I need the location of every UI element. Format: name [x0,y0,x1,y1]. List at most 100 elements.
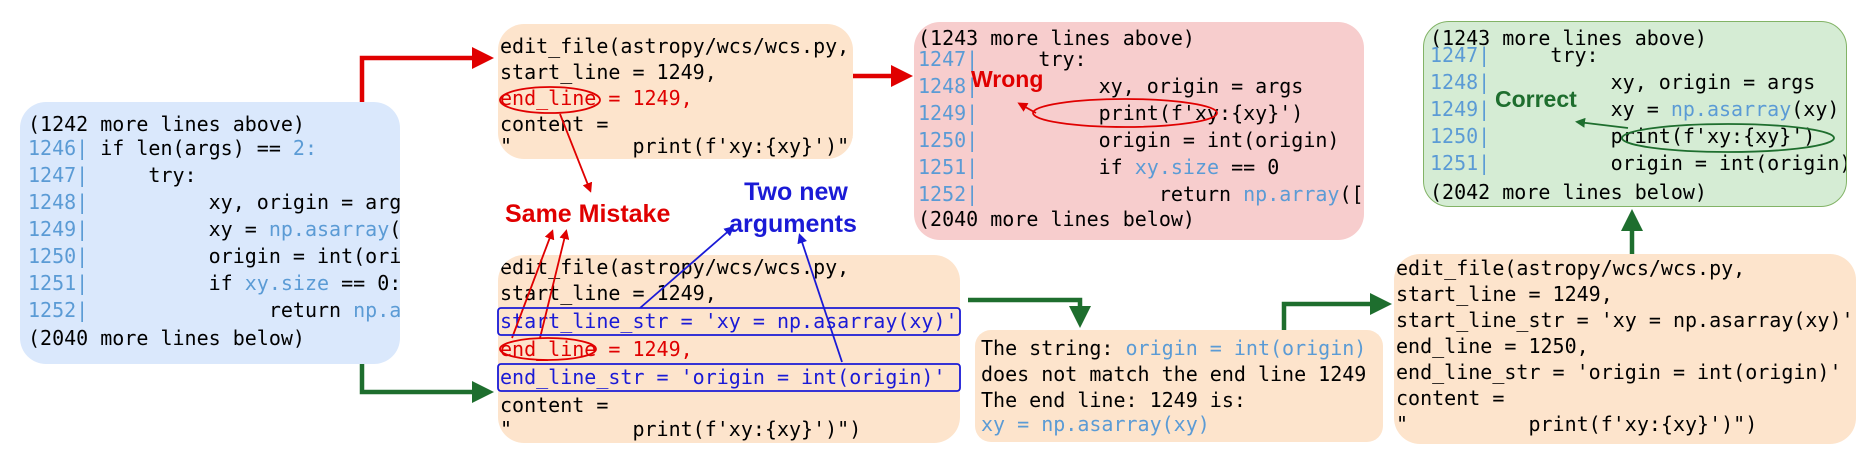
arrow-to-error [968,297,1091,328]
fixed-call-end-str: end_line_str = 'origin = int(origin)' [1396,360,1842,384]
fixed-call-fn: edit_file [1396,256,1505,280]
code-line: 1247| try: [28,165,197,185]
two-new-label-1: Two new [744,178,848,206]
code-text: if len(args) == [88,136,293,160]
line-number: 1247| [918,47,979,71]
code-line: 1252| return np.array([]) [918,184,1364,204]
code-text: ([]) [1339,182,1364,206]
line-number: 1251| [1430,151,1491,175]
code-text: try: [88,163,197,187]
wrong-call-content: content = [500,112,609,136]
code-line: 1250| origin = int(origin) [28,246,400,266]
code-line: 1248| xy, origin = args [1430,72,1815,92]
new-call-end-str: end_line_str = 'origin = int(origin)' [500,365,946,389]
same-mistake-label: Same Mistake [505,200,671,228]
code-text: xy = [88,217,269,241]
code-text: print(f'xy:{xy}') [1490,124,1816,148]
new-call-content: content = [500,393,609,417]
code-line: 1246| if len(args) == 2: [28,138,317,158]
code-text: return [978,182,1244,206]
code-line: 1248| xy, origin = args [28,192,400,212]
code-text: return [88,298,354,322]
fixed-call-args: (astropy/wcs/wcs.py, [1504,256,1746,280]
code-text: == 0 [1219,155,1280,179]
code-text: xy, origin = args [88,190,400,214]
line-number: 1248| [28,190,89,214]
new-call-body: " print(f'xy:{xy}')") [500,417,862,441]
code-text: origin = int(origin) [208,244,400,268]
code-text: try: [1490,43,1599,67]
line-number: 1251| [28,271,89,295]
line-number: 1249| [28,217,89,241]
error-line-2: does not match the end line 1249 [981,362,1367,386]
code-line: 1249| xy = np.asarray(xy) [28,219,400,239]
wrong-call-args: (astropy/wcs/wcs.py, [608,34,850,58]
line-number: 1247| [28,163,89,187]
line-number: 1252| [918,182,979,206]
code-text: xy, origin = args [978,74,1304,98]
new-call-start-str: start_line_str = 'xy = np.asarray(xy)' [500,309,958,333]
wrong-result-footer: (2040 more lines below) [918,207,1195,231]
original-header: (1242 more lines above) [28,112,305,136]
code-line: 1249| print(f'xy:{xy}') [918,103,1303,123]
line-number: 1250| [918,128,979,152]
line-number: 1248| [918,74,979,98]
fixed-edit-call-panel: edit_file(astropy/wcs/wcs.py, start_line… [1394,254,1856,444]
fixed-call-line-1: edit_file(astropy/wcs/wcs.py, [1396,258,1745,278]
correct-result-panel: (1243 more lines above) 1247| try:1248| … [1423,21,1847,207]
new-call-start: start_line = 1249, [500,281,717,305]
fixed-call-end: end_line = 1250, [1396,334,1589,358]
wrong-result-panel: (1243 more lines above) 1247| try:1248| … [914,22,1364,240]
code-text: if [88,271,245,295]
error-line-1-b: origin = int(origin) [1125,336,1367,360]
code-line: 1251| if xy.size == 0 [918,157,1279,177]
two-new-label-2: arguments [729,210,857,238]
error-line-1-a: The string: [981,336,1126,360]
code-text: np.array [1243,182,1340,206]
code-line: 1247| try: [918,49,1087,69]
line-number: 1250| [28,244,89,268]
code-line: 1251| if xy.size == 0: [28,273,400,293]
original-code-panel: (1242 more lines above) 1246| if len(arg… [20,102,400,364]
code-text: == 0: [329,271,400,295]
line-number: 1248| [1430,70,1491,94]
code-line: 1247| try: [1430,45,1599,65]
error-line-1: The string: origin = int(origin) [981,338,1366,358]
line-number: 1252| [28,298,89,322]
code-text: np.array [353,298,400,322]
arrow-to-new-call [359,364,494,403]
line-number: 1250| [1430,124,1491,148]
code-line: 1250| origin = int(origin) [918,130,1339,150]
new-call-line-1: edit_file(astropy/wcs/wcs.py, [500,257,849,277]
code-line: 1248| xy, origin = args [918,76,1303,96]
correct-result-footer: (2042 more lines below) [1430,180,1707,204]
code-text: xy, origin = args [1490,70,1816,94]
arrow-to-wrong-call [359,47,494,102]
line-number: 1247| [1430,43,1491,67]
fixed-call-start: start_line = 1249, [1396,282,1613,306]
code-text: if [978,155,1135,179]
new-call-end: end_line = 1249, [500,337,693,361]
error-line-4: xy = np.asarray(xy) [981,412,1210,436]
wrong-call-body: " print(f'xy:{xy}')") [500,134,853,158]
wrong-call-end: end_line = 1249, [500,86,693,110]
code-line: 1250| print(f'xy:{xy}') [1430,126,1815,146]
code-text: xy.size [244,271,330,295]
correct-label: Correct [1495,86,1577,112]
code-line: 1251| origin = int(origin) [1430,151,1846,175]
wrong-call-start: start_line = 1249, [500,60,717,84]
line-number: 1249| [918,101,979,125]
code-text: np.asarray [1670,97,1792,121]
error-line-3: The end line: 1249 is: [981,388,1246,412]
code-text: (xy) [389,217,400,241]
original-footer: (2040 more lines below) [28,326,305,350]
wrong-edit-call-panel: edit_file(astropy/wcs/wcs.py, start_line… [498,24,853,159]
code-line: 1252| return np.array([]) [28,300,400,320]
code-text: 2: [292,136,318,160]
code-text: (xy) [1791,97,1840,121]
code-line: 1249| xy = np.asarray(xy) [1430,99,1839,119]
new-edit-call-panel: edit_file(astropy/wcs/wcs.py, start_line… [498,255,960,443]
code-text: print(f'xy:{xy}') [978,101,1304,125]
wrong-call-line-1: edit_file(astropy/wcs/wcs.py, [500,36,849,56]
line-number: 1249| [1430,97,1491,121]
